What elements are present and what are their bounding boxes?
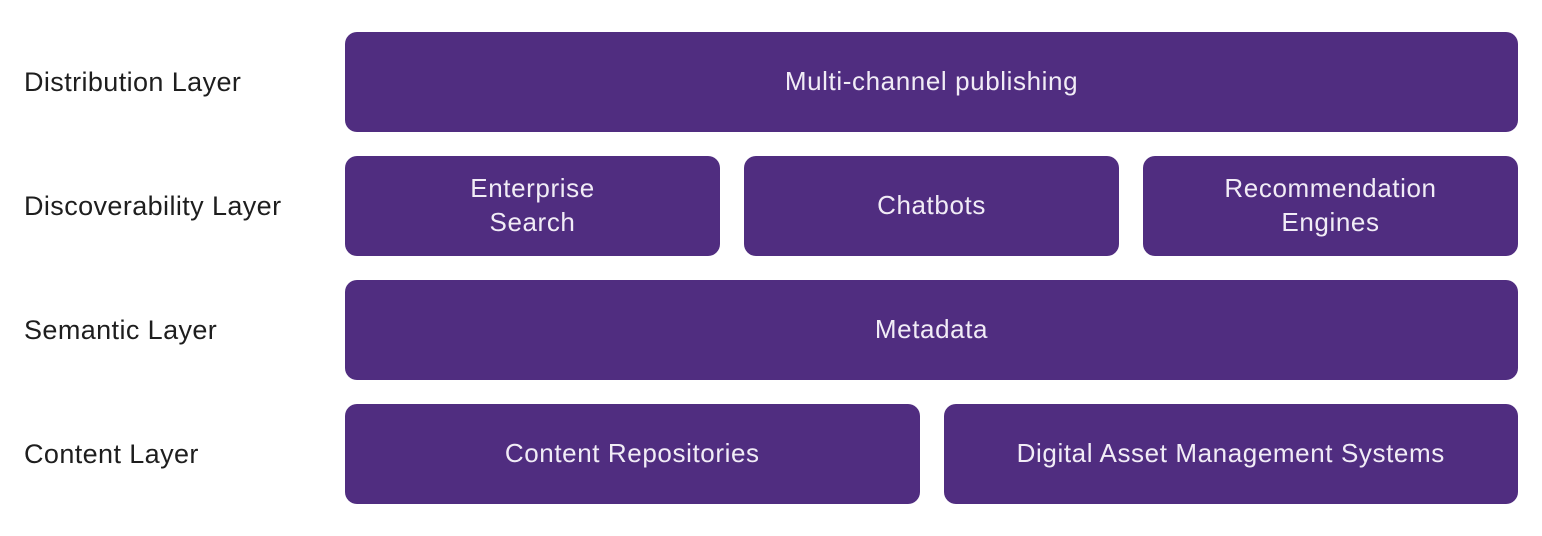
layer-row-distribution: Distribution Layer Multi-channel publish…: [0, 32, 1518, 132]
layer-boxes-distribution: Multi-channel publishing: [345, 32, 1518, 132]
layer-row-content: Content Layer Content Repositories Digit…: [0, 404, 1518, 504]
layer-boxes-semantic: Metadata: [345, 280, 1518, 380]
layer-row-semantic: Semantic Layer Metadata: [0, 280, 1518, 380]
layer-boxes-content: Content Repositories Digital Asset Manag…: [345, 404, 1518, 504]
box-multi-channel-publishing: Multi-channel publishing: [345, 32, 1518, 132]
layer-label-discoverability: Discoverability Layer: [24, 190, 282, 221]
box-enterprise-search: Enterprise Search: [345, 156, 720, 256]
box-label: Digital Asset Management Systems: [1016, 438, 1445, 469]
layer-boxes-discoverability: Enterprise Search Chatbots Recommendatio…: [345, 156, 1518, 256]
box-label: Chatbots: [877, 190, 986, 221]
box-label: Metadata: [874, 314, 989, 345]
box-metadata: Metadata: [345, 280, 1518, 380]
layer-label-semantic: Semantic Layer: [24, 314, 218, 345]
box-label: Content Repositories: [504, 438, 760, 469]
box-recommendation-engines: Recommendation Engines: [1143, 156, 1518, 256]
layer-row-discoverability: Discoverability Layer Enterprise Search …: [0, 156, 1518, 256]
box-label: Recommendation Engines: [1224, 173, 1437, 237]
box-label: Enterprise Search: [470, 173, 595, 237]
layer-label-content: Content Layer: [24, 438, 199, 469]
box-chatbots: Chatbots: [744, 156, 1119, 256]
layer-label-distribution: Distribution Layer: [24, 66, 242, 97]
box-content-repositories: Content Repositories: [345, 404, 920, 504]
box-label: Multi-channel publishing: [784, 66, 1079, 97]
box-digital-asset-management-systems: Digital Asset Management Systems: [943, 404, 1518, 504]
